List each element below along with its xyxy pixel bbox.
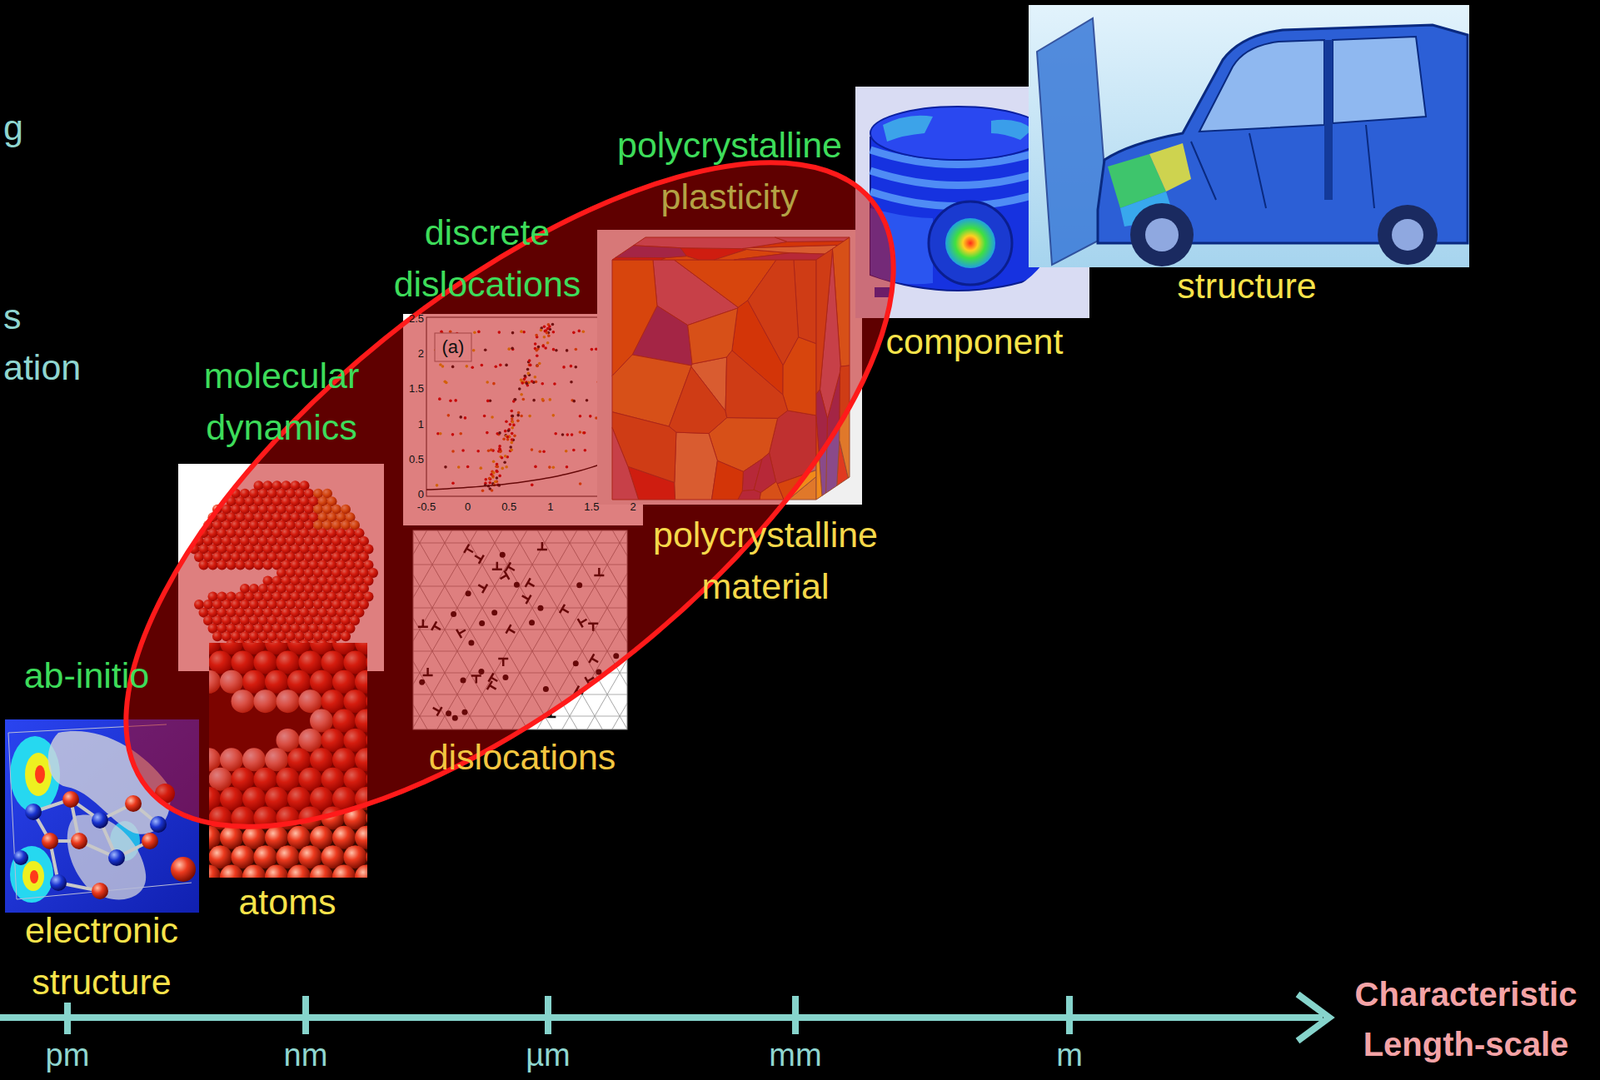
axis-unit: µm: [510, 1036, 586, 1075]
scale-label: structure: [1138, 259, 1356, 312]
atom-ball: [219, 865, 244, 878]
axis-tick: [792, 996, 799, 1035]
method-label: discrete dislocations: [378, 206, 596, 310]
atom-ball: [170, 857, 196, 883]
tick-number: 1: [536, 500, 565, 514]
axis-title: Characteristic Length-scale: [1345, 969, 1587, 1070]
stress-patch: [882, 115, 933, 142]
axis-unit: nm: [268, 1036, 344, 1075]
bond-sticks: [33, 799, 159, 892]
axis-line: [0, 1014, 1323, 1022]
axis-unit: m: [1031, 1036, 1107, 1075]
pin-boss: [928, 201, 1012, 285]
atom-ball: [70, 832, 88, 850]
axis-tick: [302, 996, 310, 1035]
tick-number: 2.5: [401, 312, 424, 326]
figure-ground: [1028, 4, 1470, 268]
panel-lines: [1191, 124, 1375, 209]
tick-number: 1.5: [577, 500, 606, 514]
atom-ball: [149, 816, 167, 833]
pin-hole-stress: [945, 218, 996, 269]
axis-arrowhead: [1297, 994, 1330, 1042]
scale-label: electronic structure: [9, 904, 194, 1008]
atom-ball: [332, 826, 356, 850]
atom-ball: [209, 845, 233, 869]
scale-label: component: [866, 315, 1083, 368]
ring-groove: [870, 170, 1046, 186]
car-wheel-hub: [1145, 218, 1179, 252]
scale-label: atoms: [220, 876, 354, 928]
axis-unit: pm: [29, 1036, 105, 1075]
atom-ball: [41, 832, 59, 850]
density-blob: [24, 752, 52, 797]
method-label: molecular dynamics: [181, 349, 382, 454]
tick-number: 0.5: [494, 500, 524, 514]
atom-ball: [287, 826, 311, 850]
crumple-zone: [1149, 143, 1192, 192]
tick-number: 1: [401, 418, 424, 432]
axis-unit: mm: [757, 1036, 833, 1075]
stress-patch: [991, 119, 1033, 140]
car-crash-figure: [1028, 4, 1470, 268]
tick-number: -0.5: [412, 500, 441, 514]
panel-tag: (a): [436, 335, 470, 359]
scale-label: polycrystalline material: [640, 508, 891, 613]
axis-tick: [64, 1002, 71, 1035]
cut-off-text: g: [3, 101, 54, 154]
atom-ball: [24, 803, 42, 821]
tick-number: 0.5: [401, 453, 424, 467]
car-wheel: [1377, 204, 1438, 265]
cut-off-text: ation: [3, 341, 170, 394]
atom-ball: [231, 845, 255, 869]
atom-ball: [209, 865, 221, 878]
car-window: [1332, 36, 1426, 124]
atom-ball: [287, 865, 311, 878]
length-scale-axis: [0, 994, 1330, 1042]
tick-number: 2: [618, 500, 648, 514]
atom-ball: [242, 826, 266, 850]
tick-number: 1.5: [401, 382, 424, 396]
atom-ball: [91, 882, 109, 900]
atom-ball: [264, 865, 289, 878]
car-pillar: [1324, 39, 1333, 200]
atom-ball: [219, 826, 244, 850]
atom-ball: [354, 865, 368, 878]
density-blob: [34, 765, 45, 784]
atom-ball: [254, 845, 278, 869]
atom-ball: [264, 826, 289, 850]
atom-ball: [108, 849, 125, 867]
atom-ball: [276, 845, 300, 869]
axis-tick: [544, 996, 552, 1035]
piston-crown: [870, 106, 1046, 160]
atom-ball: [62, 791, 80, 808]
atom-ball: [124, 795, 142, 813]
atom-ball: [332, 865, 356, 878]
cut-off-text: s: [3, 290, 54, 343]
method-label: ab-initio: [3, 649, 170, 702]
atom-ball: [299, 845, 323, 869]
density-blob: [29, 870, 39, 884]
atom-ball: [242, 865, 266, 878]
atom-ball: [91, 812, 109, 829]
highlight-ellipse: [21, 45, 998, 944]
tick-number: 2: [401, 347, 424, 361]
tick-number: 0: [401, 488, 424, 502]
car-window: [1199, 39, 1325, 132]
car-wheel: [1130, 203, 1194, 267]
atom-ball: [141, 832, 159, 850]
density-blob: [22, 861, 45, 892]
scale-label: dislocations: [405, 731, 639, 783]
method-label: polycrystalline plasticity: [604, 119, 855, 223]
tick-number: 0: [453, 500, 483, 514]
car-wheel-hub: [1391, 219, 1424, 251]
atom-ball: [49, 874, 67, 892]
atom-ball: [321, 845, 345, 869]
atom-ball: [343, 845, 368, 869]
atom-ball: [13, 850, 29, 866]
atom-ball: [309, 865, 334, 878]
atom-ball: [309, 826, 334, 850]
axis-tick: [1066, 996, 1073, 1035]
